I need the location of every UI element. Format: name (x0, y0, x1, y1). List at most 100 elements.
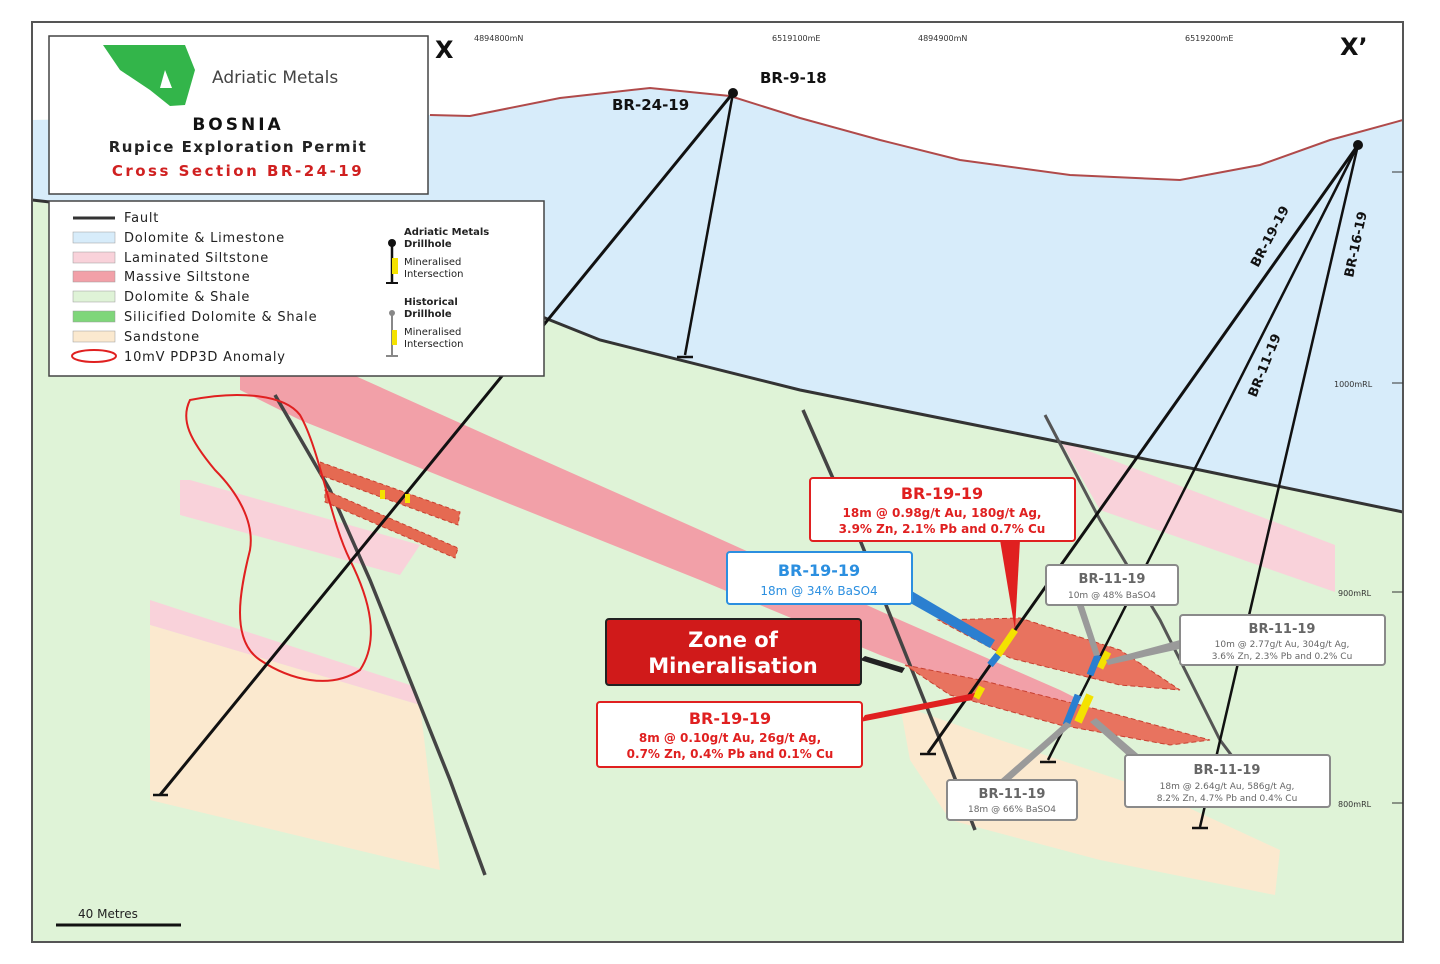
drillhole-label-br-24-19: BR-24-19 (612, 96, 689, 114)
sandstone-unit-right (900, 705, 1280, 895)
mineral-lens-left-1 (319, 461, 461, 526)
callout-line: 3.9% Zn, 2.1% Pb and 0.7% Cu (839, 522, 1046, 536)
drillhole-br-16-19 (1198, 144, 1360, 828)
callout-box (1179, 614, 1386, 666)
legend-label: Laminated Siltstone (124, 251, 269, 266)
callout-title: BR-19-19 (901, 484, 983, 503)
legend-label: Massive Siltstone (124, 270, 250, 285)
legend: Fault Dolomite & Limestone Laminated Sil… (48, 200, 545, 377)
legend-intersection-swatch (392, 330, 397, 345)
callout-line: 8m @ 0.10g/t Au, 26g/t Ag, (639, 731, 821, 745)
map-frame (31, 21, 1404, 943)
callout-box (596, 701, 863, 768)
callout-line: 0.7% Zn, 0.4% Pb and 0.1% Cu (627, 747, 834, 761)
drillhole-br-24-19 (158, 92, 735, 796)
pointer-red-top (1000, 540, 1020, 630)
pdp3d-anomaly-outline (185, 394, 372, 682)
intersection-marker (972, 685, 986, 700)
topography-line (429, 86, 1403, 182)
legend-adriatic-title: Adriatic Metals (404, 227, 489, 238)
legend-swatch (72, 231, 116, 244)
title-box (48, 35, 429, 195)
laminated-siltstone-band-3 (1060, 440, 1335, 592)
company-name: Adriatic Metals (212, 68, 338, 88)
grid-label-right: 800mRL (1338, 800, 1372, 809)
country-title: BOSNIA (192, 115, 283, 135)
scale-bar: 40 Metres (56, 907, 181, 927)
intersection-marker (405, 494, 410, 503)
callout-line: 18m @ 2.64g/t Au, 586g/t Ag, (1160, 782, 1295, 792)
callout-line: 18m @ 66% BaSO4 (968, 805, 1056, 815)
callout-grey-3: BR-11-19 18m @ 66% BaSO4 (946, 779, 1078, 821)
legend-label: Fault (124, 211, 159, 226)
sandstone-unit-left (150, 625, 440, 870)
scale-bar-label: 40 Metres (78, 907, 138, 921)
drillhole-br-9-18 (683, 92, 735, 356)
intersection-marker (1086, 653, 1102, 677)
callout-line: 18m @ 34% BaSO4 (760, 584, 877, 598)
legend-swatch (72, 290, 116, 303)
callout-blue: BR-19-19 18m @ 34% BaSO4 (726, 551, 913, 605)
legend-swatch (72, 270, 116, 283)
callout-line: 10m @ 2.77g/t Au, 304g/t Ag, (1215, 640, 1350, 650)
legend-mineral-1: Mineralised (404, 257, 461, 268)
grid-label-top: 6519200mE (1185, 34, 1233, 43)
pointer-grey-3 (1000, 722, 1072, 782)
intersection-marker (380, 490, 385, 499)
grid-label-top: 6519100mE (772, 34, 820, 43)
title-block: Adriatic Metals BOSNIA Rupice Exploratio… (48, 35, 429, 195)
legend-historical-sub: Drillhole (404, 309, 452, 320)
legend-historical-collar-icon (389, 310, 395, 316)
callout-grey-2: BR-11-19 10m @ 2.77g/t Au, 304g/t Ag, 3.… (1179, 614, 1386, 666)
legend-label: Dolomite & Limestone (124, 231, 285, 246)
legend-adriatic-sub: Drillhole (404, 239, 452, 250)
callout-title: BR-11-19 (1194, 763, 1261, 778)
collar-left (728, 88, 738, 98)
section-title: Cross Section BR-24-19 (112, 162, 364, 180)
callout-line: 18m @ 0.98g/t Au, 180g/t Ag, (843, 506, 1042, 520)
grid-label-right: 1000mRL (1334, 380, 1373, 389)
massive-siltstone-band (240, 330, 1080, 710)
grid-label-top: 4894900mN (918, 34, 967, 43)
laminated-siltstone-band-2 (150, 600, 420, 705)
company-logo-mark (160, 70, 172, 88)
callout-grey-1: BR-11-19 10m @ 48% BaSO4 (1045, 564, 1179, 606)
section-end-left: X (435, 36, 454, 64)
collar-right (1353, 140, 1363, 150)
legend-mineral-1: Mineralised (404, 327, 461, 338)
legend-label: Silicified Dolomite & Shale (124, 310, 317, 325)
callout-box (946, 779, 1078, 821)
callout-red-bottom: BR-19-19 8m @ 0.10g/t Au, 26g/t Ag, 0.7%… (596, 701, 863, 768)
intersection-marker (1062, 693, 1082, 727)
intersection-marker (1074, 693, 1094, 724)
legend-intersection-swatch (392, 258, 398, 274)
company-logo-shape (103, 45, 195, 106)
legend-label: Sandstone (124, 330, 200, 345)
callout-box (1045, 564, 1179, 606)
grid-label-right: 900mRL (1338, 589, 1372, 598)
callout-red-top: BR-19-19 18m @ 0.98g/t Au, 180g/t Ag, 3.… (809, 477, 1076, 542)
legend-swatch-anomaly (71, 349, 117, 363)
legend-label: Dolomite & Shale (124, 290, 250, 305)
intersection-marker (987, 652, 1001, 668)
legend-box (48, 200, 545, 377)
callout-title: BR-19-19 (689, 709, 771, 728)
pointer-zone (860, 656, 905, 673)
pointer-grey-4 (1090, 718, 1145, 765)
zone-line-1: Zone of (688, 628, 779, 652)
callout-line: 3.6% Zn, 2.3% Pb and 0.2% Cu (1212, 652, 1353, 662)
mineral-lens-left-2 (324, 489, 459, 559)
section-end-right: X’ (1340, 33, 1368, 61)
pointer-grey-2 (1106, 640, 1184, 665)
callout-box (726, 551, 913, 605)
callout-title: BR-11-19 (1079, 572, 1146, 587)
legend-swatch (72, 310, 116, 323)
zone-of-mineralisation-label: Zone of Mineralisation (605, 618, 862, 686)
callout-title: BR-11-19 (979, 787, 1046, 802)
legend-mineral-2: Intersection (404, 269, 464, 280)
pointer-grey-1 (1075, 600, 1100, 656)
legend-mineral-2: Intersection (404, 339, 464, 350)
callout-box (1124, 754, 1331, 808)
